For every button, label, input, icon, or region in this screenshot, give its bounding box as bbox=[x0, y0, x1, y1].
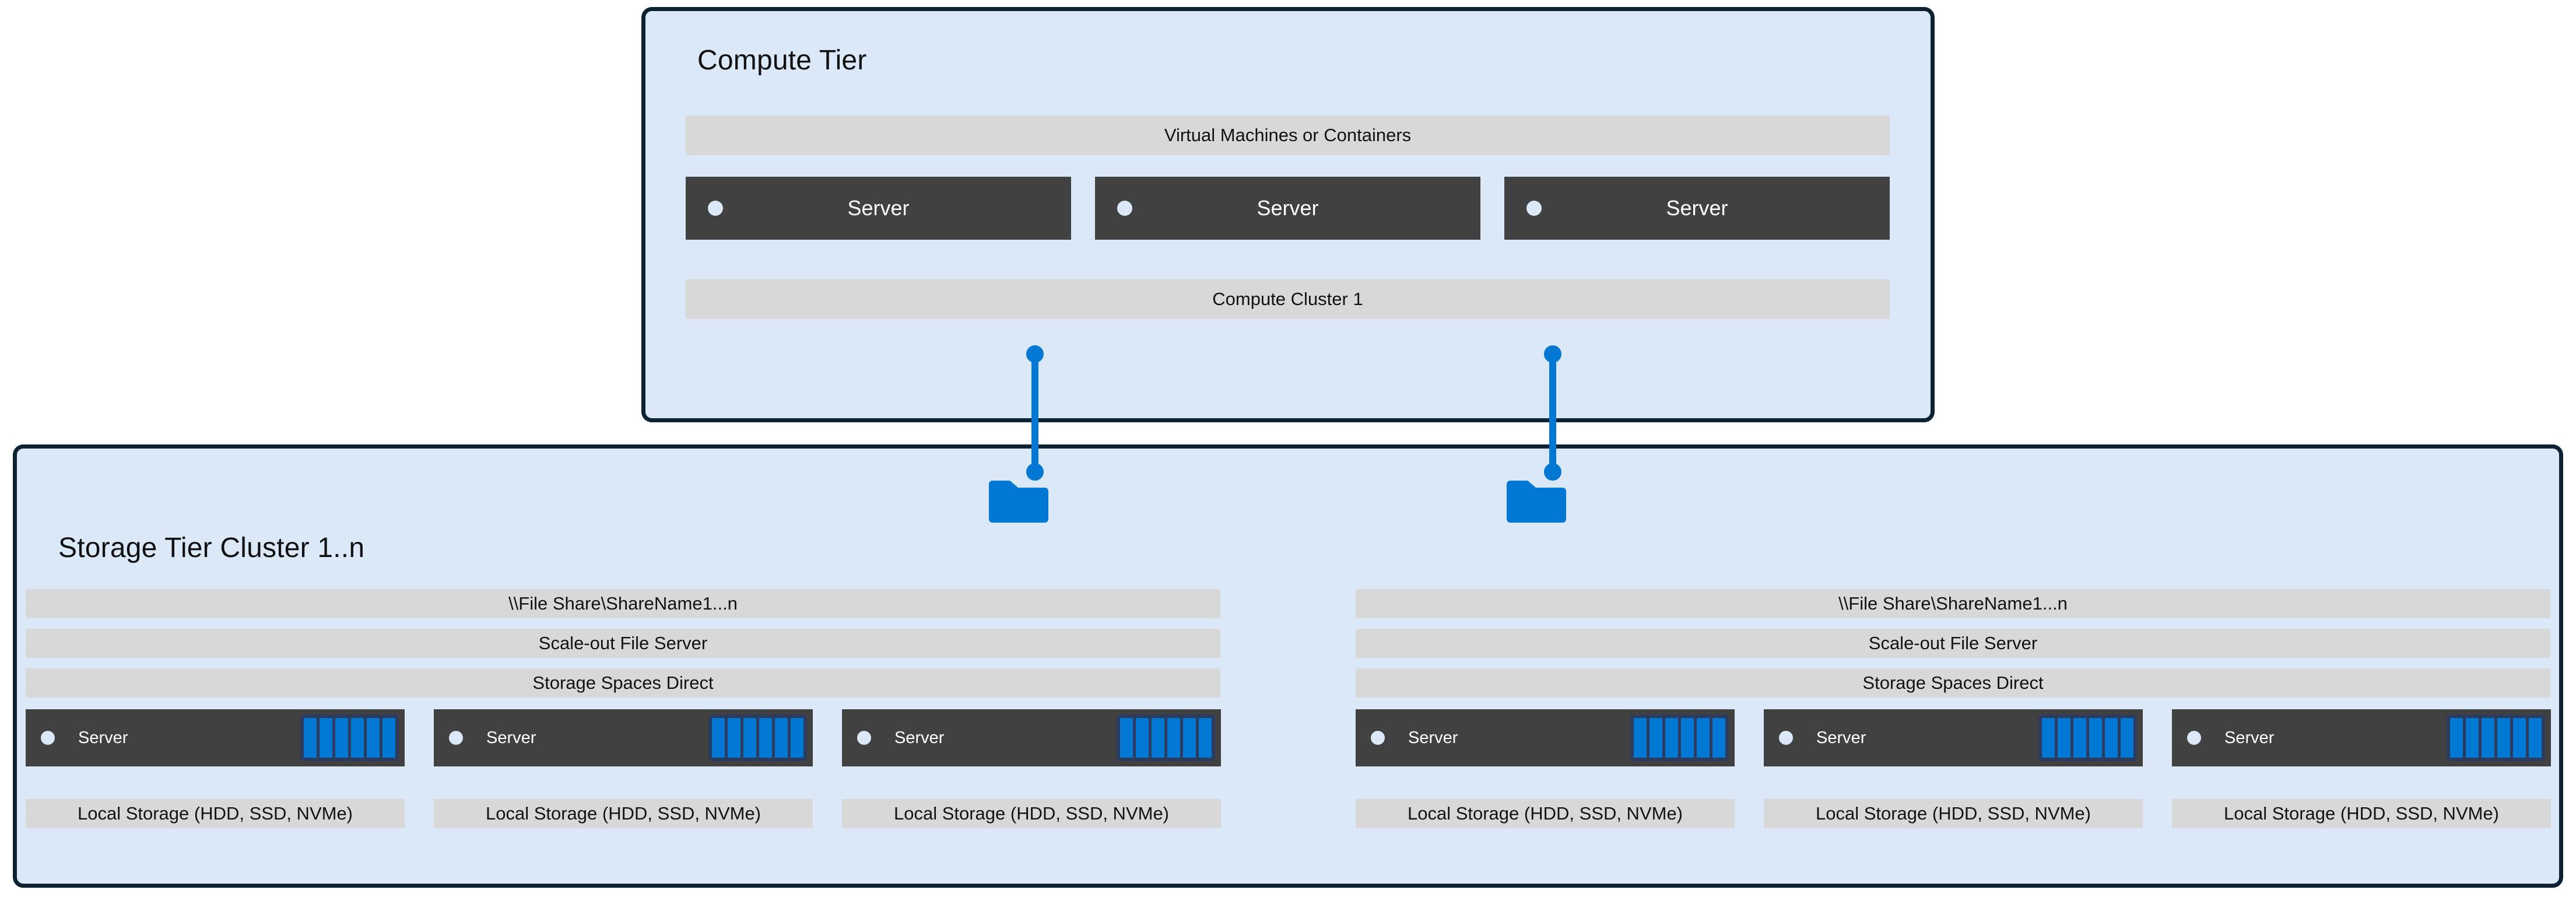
storage-node-1-server[interactable]: Server bbox=[26, 709, 405, 766]
storage-node-6-local-storage-bar: Local Storage (HDD, SSD, NVMe) bbox=[2172, 799, 2551, 828]
status-led-icon bbox=[708, 201, 723, 216]
compute-server-3-label: Server bbox=[1666, 196, 1728, 220]
cluster-1-scaleout-bar: Scale-out File Server bbox=[26, 629, 1220, 658]
status-led-icon bbox=[1371, 731, 1385, 745]
storage-node-4-local-storage-bar: Local Storage (HDD, SSD, NVMe) bbox=[1356, 799, 1735, 828]
disk-array-icon bbox=[708, 715, 807, 761]
disk-array-icon bbox=[1630, 715, 1729, 761]
connector-compute-to-storage-left bbox=[1026, 345, 1044, 481]
storage-node-5-server-label: Server bbox=[1816, 728, 1866, 747]
storage-node-5-local-storage-bar: Local Storage (HDD, SSD, NVMe) bbox=[1764, 799, 2143, 828]
storage-node-3-server[interactable]: Server bbox=[842, 709, 1221, 766]
cluster-2-s2d-bar: Storage Spaces Direct bbox=[1356, 668, 2550, 698]
file-share-folder-icon-right bbox=[1503, 477, 1566, 526]
storage-node-3-local-storage-bar: Local Storage (HDD, SSD, NVMe) bbox=[842, 799, 1221, 828]
compute-server-1[interactable]: Server bbox=[686, 177, 1071, 240]
storage-node-6-server[interactable]: Server bbox=[2172, 709, 2551, 766]
compute-tier-title: Compute Tier bbox=[697, 45, 867, 76]
cluster-2-file-share-bar: \\File Share\ShareName1...n bbox=[1356, 589, 2550, 618]
status-led-icon bbox=[449, 731, 463, 745]
compute-cluster-bar: Compute Cluster 1 bbox=[686, 279, 1890, 319]
storage-node-2-server-label: Server bbox=[486, 728, 536, 747]
connector-compute-to-storage-right bbox=[1544, 345, 1561, 481]
connector-endpoint-dot bbox=[1026, 463, 1044, 481]
disk-array-icon bbox=[1117, 715, 1215, 761]
storage-node-4-server-label: Server bbox=[1408, 728, 1458, 747]
compute-server-3[interactable]: Server bbox=[1504, 177, 1890, 240]
disk-array-icon bbox=[300, 715, 399, 761]
storage-node-2-local-storage-bar: Local Storage (HDD, SSD, NVMe) bbox=[434, 799, 813, 828]
storage-node-3-server-label: Server bbox=[894, 728, 945, 747]
status-led-icon bbox=[857, 731, 871, 745]
storage-tier-title: Storage Tier Cluster 1..n bbox=[58, 533, 365, 563]
virtual-machines-bar: Virtual Machines or Containers bbox=[686, 115, 1890, 155]
storage-node-6-server-label: Server bbox=[2224, 728, 2275, 747]
connector-endpoint-dot bbox=[1544, 463, 1561, 481]
compute-server-2[interactable]: Server bbox=[1095, 177, 1480, 240]
status-led-icon bbox=[2187, 731, 2201, 745]
connector-line bbox=[1549, 354, 1556, 472]
compute-server-2-label: Server bbox=[1257, 196, 1319, 220]
disk-array-icon bbox=[2447, 715, 2545, 761]
storage-node-4-server[interactable]: Server bbox=[1356, 709, 1735, 766]
storage-node-1-server-label: Server bbox=[78, 728, 128, 747]
connector-line bbox=[1031, 354, 1038, 472]
status-led-icon bbox=[41, 731, 55, 745]
file-share-folder-icon-left bbox=[985, 477, 1048, 526]
disk-array-icon bbox=[2038, 715, 2137, 761]
compute-server-1-label: Server bbox=[847, 196, 910, 220]
status-led-icon bbox=[1117, 201, 1132, 216]
storage-node-2-server[interactable]: Server bbox=[434, 709, 813, 766]
status-led-icon bbox=[1779, 731, 1793, 745]
cluster-2-scaleout-bar: Scale-out File Server bbox=[1356, 629, 2550, 658]
storage-node-1-local-storage-bar: Local Storage (HDD, SSD, NVMe) bbox=[26, 799, 405, 828]
storage-node-5-server[interactable]: Server bbox=[1764, 709, 2143, 766]
cluster-1-s2d-bar: Storage Spaces Direct bbox=[26, 668, 1220, 698]
cluster-1-file-share-bar: \\File Share\ShareName1...n bbox=[26, 589, 1220, 618]
status-led-icon bbox=[1526, 201, 1542, 216]
